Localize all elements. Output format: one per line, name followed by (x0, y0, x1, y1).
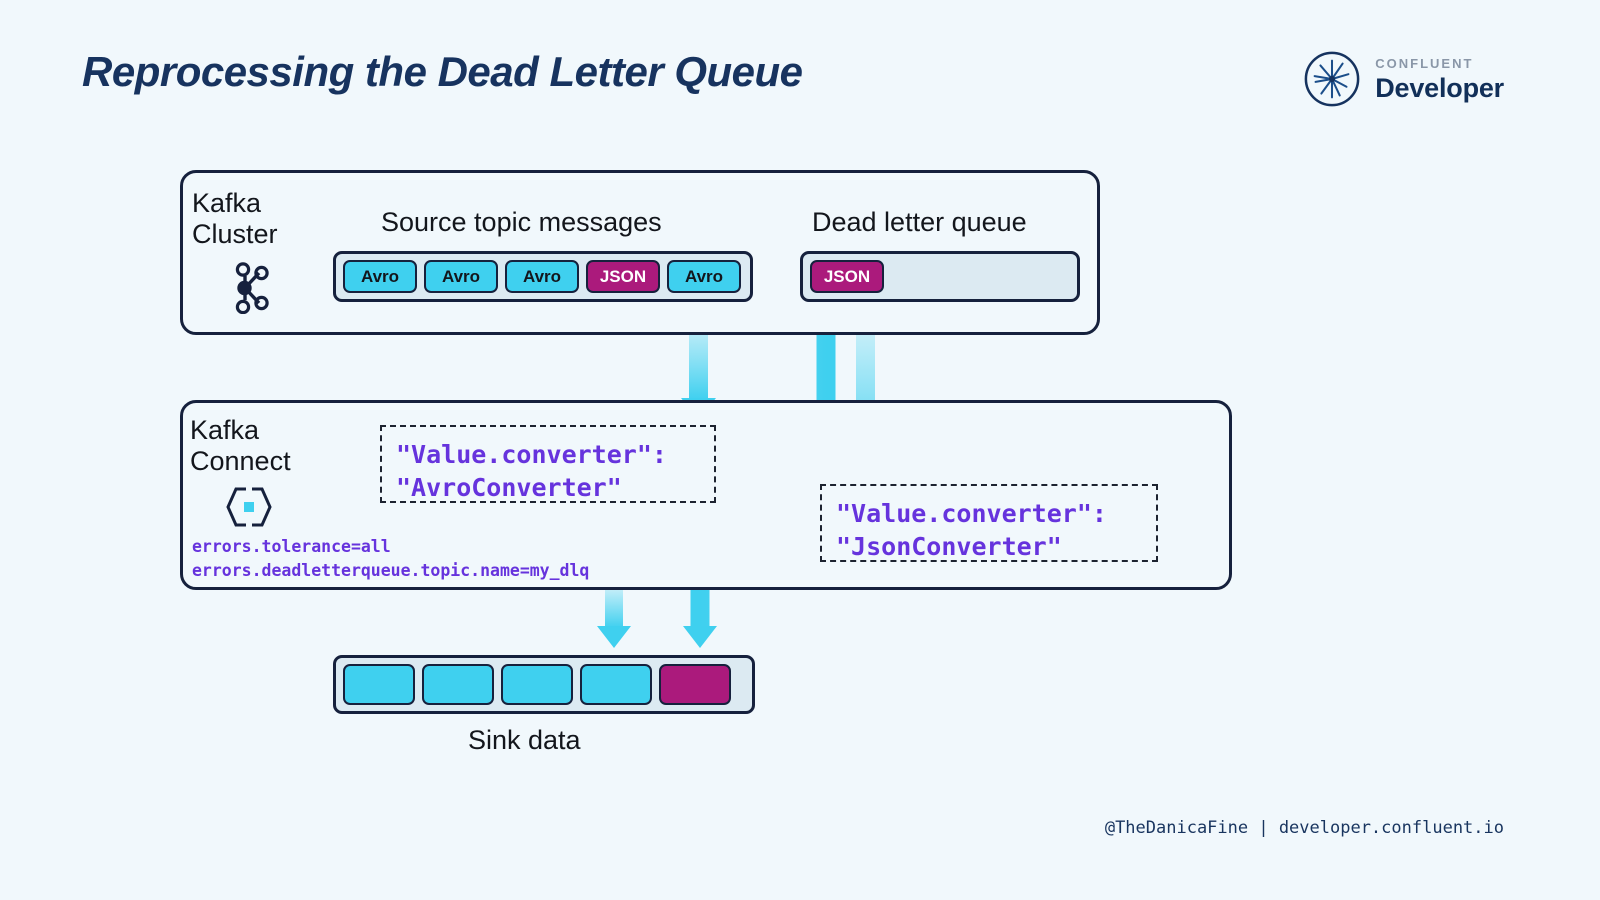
kafka-cluster-title: Kafka Cluster (192, 188, 278, 250)
source-message-cell: Avro (667, 260, 741, 293)
sink-data-strip (333, 655, 755, 714)
brand-top-label: CONFLUENT (1375, 55, 1474, 71)
source-message-cell: Avro (505, 260, 579, 293)
source-topic-caption: Source topic messages (381, 207, 662, 237)
confluent-starburst-icon (1304, 51, 1360, 107)
json-converter-config-box: "Value.converter": "JsonConverter" (820, 484, 1158, 562)
sink-record-cell (343, 664, 415, 705)
source-message-cell: JSON (586, 260, 660, 293)
kafka-logo-icon (235, 262, 269, 314)
kafka-connect-hexagon-icon (226, 487, 272, 527)
confluent-developer-logo: CONFLUENT Developer (1303, 50, 1504, 108)
sink-record-cell (501, 664, 573, 705)
sink-record-cell (659, 664, 731, 705)
dlq-message-cell: JSON (810, 260, 884, 293)
dead-letter-queue-strip: JSON (800, 251, 1080, 302)
sink-record-cell (422, 664, 494, 705)
source-message-cell: Avro (424, 260, 498, 293)
brand-bottom-label: Developer (1375, 72, 1504, 103)
source-message-cell: Avro (343, 260, 417, 293)
sink-data-caption: Sink data (468, 725, 581, 755)
kafka-connect-title: Kafka Connect (190, 415, 291, 477)
kafka-connect-panel (180, 400, 1232, 590)
error-properties-text: errors.tolerance=all errors.deadletterqu… (192, 537, 590, 580)
arrow-connect-to-sink (597, 580, 631, 648)
page-title: Reprocessing the Dead Letter Queue (82, 48, 803, 95)
dead-letter-queue-caption: Dead letter queue (812, 207, 1027, 237)
sink-record-cell (580, 664, 652, 705)
avro-converter-config-box: "Value.converter": "AvroConverter" (380, 425, 716, 503)
footer-credit: @TheDanicaFine | developer.confluent.io (1104, 818, 1504, 838)
